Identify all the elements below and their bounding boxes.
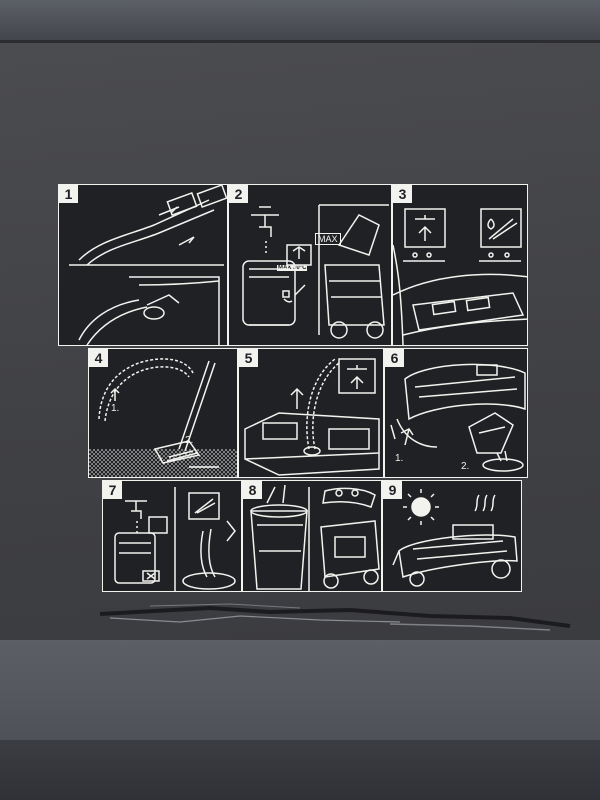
instruction-sticker: 1 2 MAX MAX 30°C [58, 184, 528, 600]
empty-tank-illustration [385, 349, 528, 478]
step-number: 5 [239, 349, 258, 367]
step-number: 4 [89, 349, 108, 367]
rinse-illustration [103, 481, 242, 592]
step-number: 1 [59, 185, 78, 203]
dry-machine-illustration [383, 481, 522, 592]
step-6-panel: 6 1. 2. [384, 348, 528, 478]
step-9-panel: 9 [382, 480, 522, 592]
step-number: 2 [229, 185, 248, 203]
step-number: 9 [383, 481, 402, 499]
step-4-panel: 4 1. 2. [88, 348, 238, 478]
nozzle-on-carpet-illustration [89, 349, 237, 477]
step-7-panel: 7 [102, 480, 242, 592]
clean-filter-illustration [243, 481, 382, 592]
water-temperature-label: MAX 30°C [277, 265, 308, 271]
step-number: 3 [393, 185, 412, 203]
sub-step-1-label: 1. [111, 403, 120, 414]
scratch-marks [90, 596, 600, 636]
fill-tank-illustration [229, 185, 392, 346]
control-panel-illustration [393, 185, 528, 346]
step-number: 8 [243, 481, 262, 499]
step-number: 6 [385, 349, 404, 367]
sub-step-2-label: 2. [461, 461, 470, 472]
step-5-panel: 5 [238, 348, 384, 478]
hose-connection-illustration [59, 185, 228, 346]
hose-removal-illustration [239, 349, 384, 478]
step-3-panel: 3 [392, 184, 528, 346]
step-1-panel: 1 [58, 184, 228, 346]
lower-band [0, 740, 600, 800]
step-2-panel: 2 MAX MAX 30°C [228, 184, 392, 346]
step-number: 7 [103, 481, 122, 499]
max-fill-label: MAX [315, 233, 341, 245]
sub-step-1-label: 1. [395, 453, 404, 464]
step-8-panel: 8 [242, 480, 382, 592]
